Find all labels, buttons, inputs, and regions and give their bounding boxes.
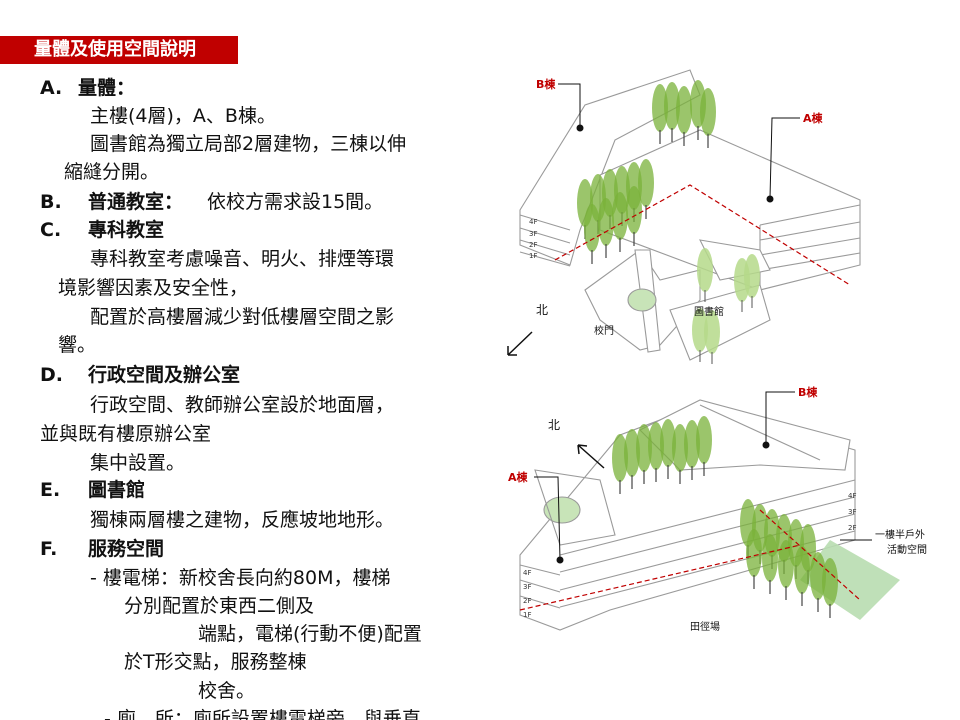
section-a-line: 縮縫分開。 [64,161,160,183]
section-c-heading: 專科教室 [88,219,165,241]
bottom-field-label: 田徑場 [690,620,720,633]
top-gate-label: 校門 [594,324,614,337]
section-d-line: 行政空間、教師辦公室設於地面層， [90,394,395,416]
section-f-line: 端點，電梯(行動不便)配置 [198,623,422,645]
top-b-label: B棟 [536,77,556,91]
bottom-north-arrow [577,444,605,469]
bottom-leaders [534,391,872,561]
section-c-mark: C. [40,219,62,241]
bottom-outdoor-label-1: 一樓半戶外 [875,528,925,541]
section-c-line: 配置於高樓層減少對低樓層空間之影 [90,306,395,328]
section-e-mark: E. [40,479,61,501]
bottom-left-floor-1f: 1F [523,611,531,619]
section-f-mark: F. [40,538,58,560]
section-e-heading: 圖書館 [88,479,146,501]
bottom-a-label: A棟 [508,470,529,484]
top-leaders [558,83,800,199]
bottom-right-floor-4f: 4F [848,492,856,500]
section-c-line: 專科教室考慮噪音、明火、排煙等環 [90,248,395,270]
section-f-line: - 樓電梯：新校舍長向約80M，樓梯 [90,567,391,589]
section-f-line: 於T形交點，服務整棟 [124,651,307,673]
bottom-left-floor-3f: 3F [523,583,531,591]
text-content: A. 量體： 主樓(4層)，A、B棟。 圖書館為獨立局部2層建物，三棟以伸 縮縫… [40,77,422,720]
section-b-heading: 普通教室： [88,191,184,213]
top-floor-4f: 4F [529,218,537,226]
top-floor-2f: 2F [529,241,537,249]
section-d-mark: D. [40,364,63,386]
section-a-line: 主樓(4層)，A、B棟。 [90,105,276,127]
section-a-heading: 量體： [78,77,136,99]
top-a-marker [766,195,774,203]
top-b-marker [576,124,584,132]
section-f-line: 校舍。 [198,680,256,702]
bottom-floor-labels: 4F 3F 2F 4F 3F 2F 1F [523,492,856,619]
top-north-label: 北 [536,303,548,317]
section-c-line: 境影響因素及安全性， [58,277,249,299]
section-a-line: 圖書館為獨立局部2層建物，三棟以伸 [90,133,407,155]
section-f-line: 分別配置於東西二側及 [124,595,315,617]
section-f-heading: 服務空間 [88,538,165,560]
bottom-left-floor-2f: 2F [523,597,531,605]
section-d-line: 並與既有樓原辦公室 [40,423,212,445]
bottom-left-floor-4f: 4F [523,569,531,577]
top-north-arrow [507,331,533,356]
top-library-label: 圖書館 [694,305,724,318]
building-diagram: 4F 3F 2F 1F B棟 A棟 北 校門 圖書館 4F 3F [507,69,927,633]
top-floor-labels: 4F 3F 2F 1F [529,218,537,260]
section-d-heading: 行政空間及辦公室 [88,364,241,386]
section-c-line: 響。 [58,334,97,356]
bottom-north-label: 北 [548,418,560,432]
slide-title: 量體及使用空間說明 [34,39,196,60]
bottom-outdoor-label-2: 活動空間 [887,543,927,556]
outdoor-area [800,540,900,620]
top-floor-3f: 3F [529,230,537,238]
section-e-line: 獨棟兩層樓之建物，反應坡地地形。 [90,509,395,531]
bottom-right-floor-3f: 3F [848,508,856,516]
bottom-b-marker [762,441,770,449]
section-b-mark: B. [40,191,62,213]
section-f-line: - 廁 所：廁所設置樓電梯旁，與垂直 [104,708,421,720]
top-a-label: A棟 [803,111,824,125]
section-a-mark: A. [40,77,63,99]
title-bar [0,36,238,64]
bottom-right-floor-2f: 2F [848,524,856,532]
section-d-line: 集中設置。 [90,452,186,474]
section-b-text: 依校方需求設15間。 [207,191,384,213]
top-expansion-joint [554,184,851,286]
bottom-a-marker [556,556,564,564]
bottom-b-label: B棟 [798,385,818,399]
top-floor-1f: 1F [529,252,537,260]
bottom-expansion-joint [519,509,861,611]
